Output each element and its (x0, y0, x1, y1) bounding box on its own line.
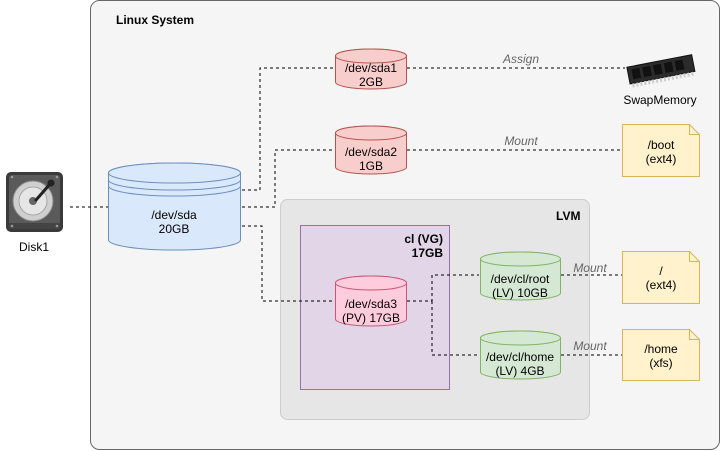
connectors (70, 67, 625, 356)
sda2-name: /dev/sda2 (344, 145, 398, 159)
edge-label-mount-boot: Mount (504, 134, 538, 148)
home-fs: (xfs) (649, 356, 673, 370)
hard-disk-icon (6, 172, 63, 232)
lv-home-cylinder (480, 330, 561, 380)
boot-note (622, 124, 700, 177)
lv-root-cylinder (480, 251, 561, 301)
edge-sda3-lvhome (431, 301, 479, 356)
volume-group-container (300, 225, 450, 390)
swap-label: SwapMemory (623, 93, 697, 107)
root-path: / (659, 264, 663, 278)
boot-fs: (ext4) (645, 152, 677, 166)
lv-root-size: (LV) 10GB (492, 286, 548, 300)
root-fs: (ext4) (645, 278, 677, 292)
sda2-cylinder (335, 125, 407, 175)
memory-module-icon (626, 54, 696, 88)
lv-home-name: /dev/cl/home (485, 350, 555, 364)
edge-label-mount-home: Mount (573, 339, 607, 353)
home-note (622, 329, 700, 381)
edge-label-assign: Assign (502, 52, 540, 66)
sda2-size: 1GB (358, 159, 383, 173)
home-path: /home (644, 342, 678, 356)
lv-root-name: /dev/cl/root (490, 272, 550, 286)
sda-name: /dev/sda (151, 208, 197, 222)
linux-system-title: Linux System (116, 13, 195, 27)
sda1-cylinder (335, 48, 407, 90)
lv-home-size: (LV) 4GB (495, 364, 545, 378)
sda-cylinder (108, 162, 241, 251)
sda3-size: (PV) 17GB (341, 311, 401, 325)
edge-label-mount-root: Mount (573, 261, 607, 275)
sda-size: 20GB (158, 222, 190, 236)
vg-name: cl (VG) (404, 232, 443, 246)
root-note (622, 251, 700, 304)
lvm-title: LVM (556, 209, 581, 223)
edge-sda3-lvroot (407, 274, 479, 302)
sda3-cylinder (335, 275, 407, 327)
edge-sda-sda1 (242, 67, 335, 191)
boot-path: /boot (647, 138, 675, 152)
disk-label: Disk1 (18, 240, 49, 254)
edge-sda-sda2 (242, 149, 335, 208)
sda3-name: /dev/sda3 (344, 297, 398, 311)
vg-size: 17GB (411, 246, 443, 260)
sda1-size: 2GB (358, 75, 383, 89)
sda1-name: /dev/sda1 (344, 61, 398, 75)
